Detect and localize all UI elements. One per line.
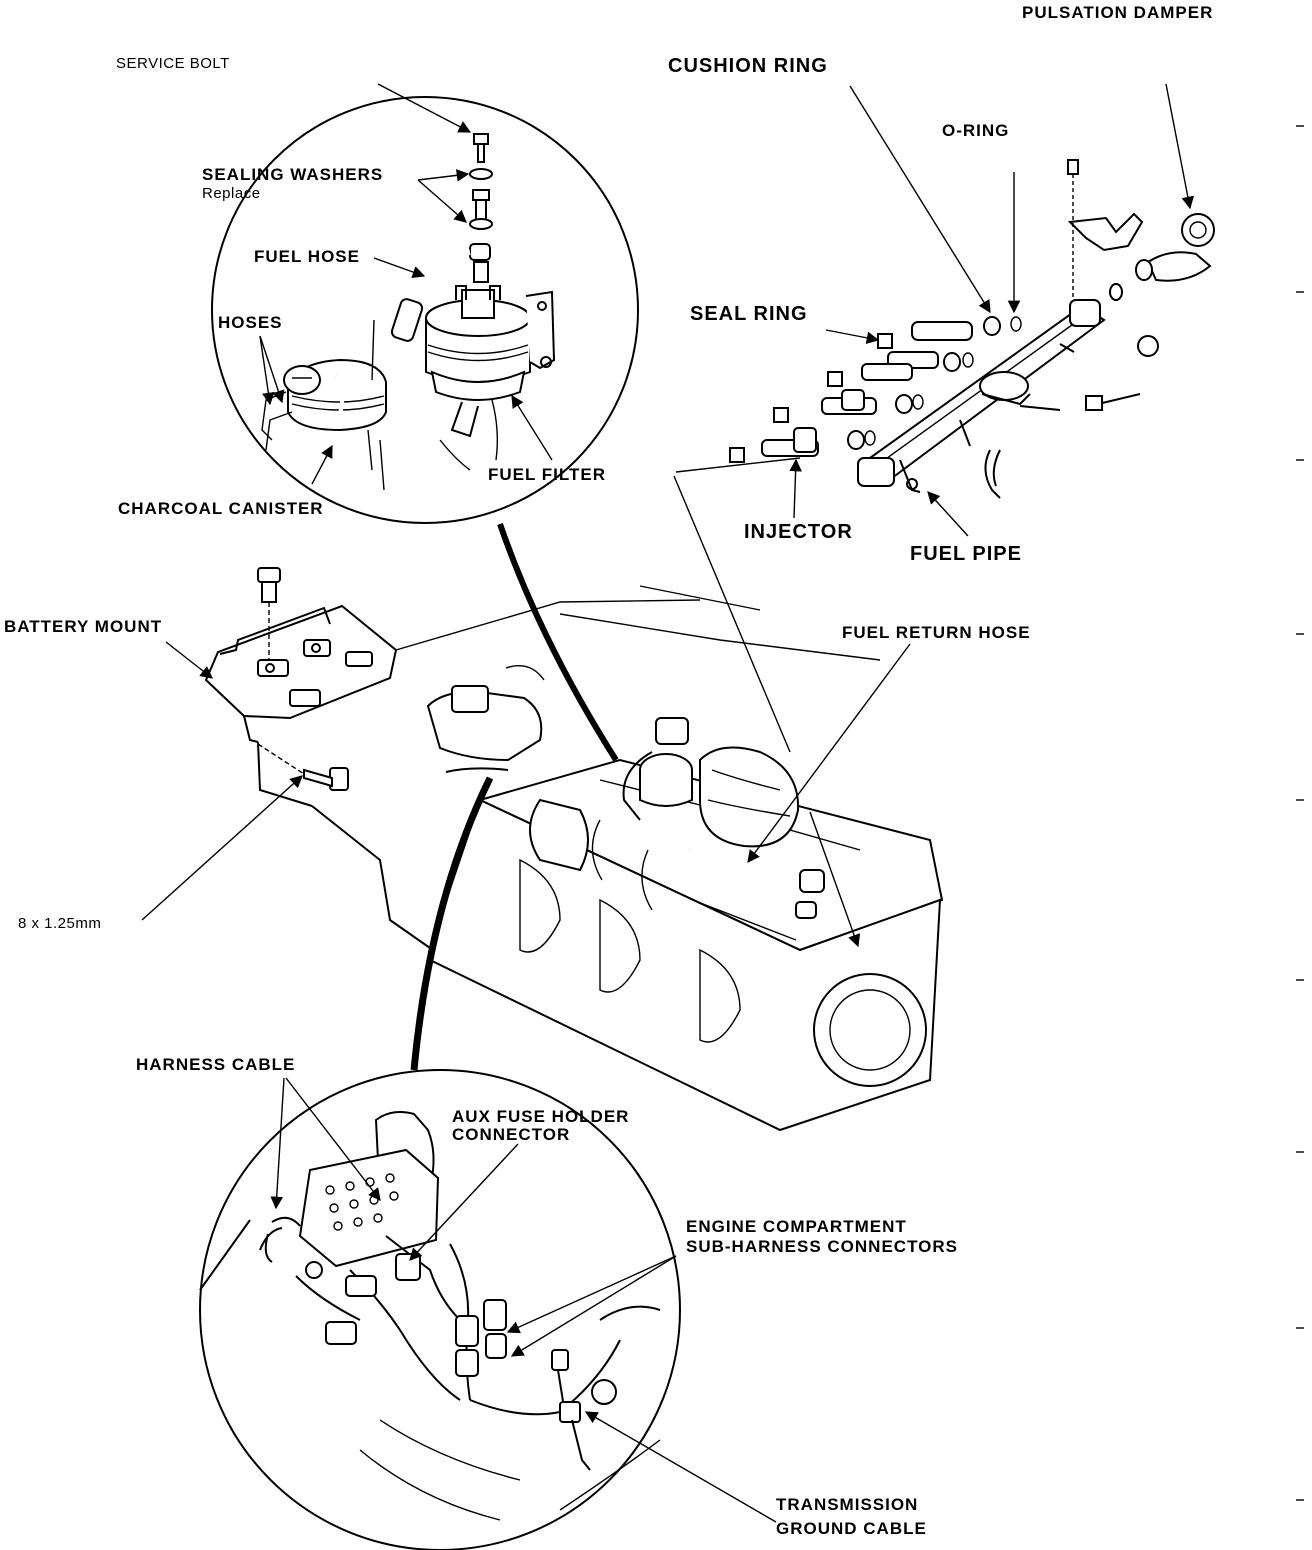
- label-cushion-ring: CUSHION RING: [668, 55, 828, 77]
- label-fuel-pipe: FUEL PIPE: [910, 543, 1022, 565]
- label-engine-compartment: ENGINE COMPARTMENT: [686, 1217, 907, 1236]
- label-aux-fuse-connector: CONNECTOR: [452, 1125, 570, 1144]
- fuel-rail-exploded-view: [729, 159, 1215, 499]
- banjo-fitting-icon: [469, 243, 491, 283]
- fuel-filter-icon: [425, 285, 556, 438]
- label-fuel-return-hose: FUEL RETURN HOSE: [842, 623, 1031, 642]
- fuel-filter-detail-circle: [211, 96, 639, 524]
- label-harness-cable: HARNESS CABLE: [136, 1055, 295, 1074]
- sub-harness-connector-icon: [455, 1299, 507, 1377]
- harness-detail-circle: [199, 1069, 681, 1550]
- fuel-pipe-icon: [857, 299, 1106, 493]
- labels: PULSATION DAMPER SERVICE BOLT CUSHION RI…: [4, 3, 1213, 1538]
- label-hoses: HOSES: [218, 313, 283, 332]
- label-injector: INJECTOR: [744, 521, 853, 543]
- battery-mount-bolt-icon: [257, 567, 281, 660]
- label-service-bolt: SERVICE BOLT: [116, 55, 230, 72]
- service-bolt-icon: [473, 133, 489, 163]
- sealing-washer-icon: [469, 168, 493, 230]
- label-bolt-size: 8 x 1.25mm: [18, 915, 101, 932]
- label-pulsation-damper: PULSATION DAMPER: [1022, 3, 1213, 22]
- o-ring-icon: [864, 316, 1022, 446]
- engine-icon: [257, 585, 944, 1132]
- margin-ticks: [1296, 125, 1304, 1501]
- label-fuel-filter: FUEL FILTER: [488, 465, 606, 484]
- charcoal-canister-icon: [283, 358, 387, 432]
- label-battery-mount: BATTERY MOUNT: [4, 617, 162, 636]
- label-o-ring: O-RING: [942, 121, 1009, 140]
- label-sealing-washers-note: Replace: [202, 185, 261, 202]
- label-fuel-hose: FUEL HOSE: [254, 247, 360, 266]
- pulsation-damper-icon: [1135, 213, 1215, 282]
- leader-lines: [141, 83, 1195, 1523]
- ground-cable-bolt-icon: [551, 1349, 617, 1471]
- battery-mount-icon: [204, 604, 398, 743]
- label-ground-cable: GROUND CABLE: [776, 1519, 927, 1538]
- label-sealing-washers: SEALING WASHERS: [202, 165, 383, 184]
- injector-icon: [729, 321, 973, 463]
- cushion-ring-icon: [847, 283, 1123, 450]
- label-seal-ring: SEAL RING: [690, 303, 808, 325]
- pressure-regulator-icon: [979, 371, 1061, 499]
- label-aux-fuse-holder: AUX FUSE HOLDER: [452, 1107, 629, 1126]
- label-transmission: TRANSMISSION: [776, 1495, 918, 1514]
- label-charcoal-canister: CHARCOAL CANISTER: [118, 499, 324, 518]
- mounting-bolt-icon: [257, 743, 349, 791]
- aux-fuse-holder-icon: [298, 1111, 440, 1268]
- label-sub-harness-connectors: SUB-HARNESS CONNECTORS: [686, 1237, 958, 1256]
